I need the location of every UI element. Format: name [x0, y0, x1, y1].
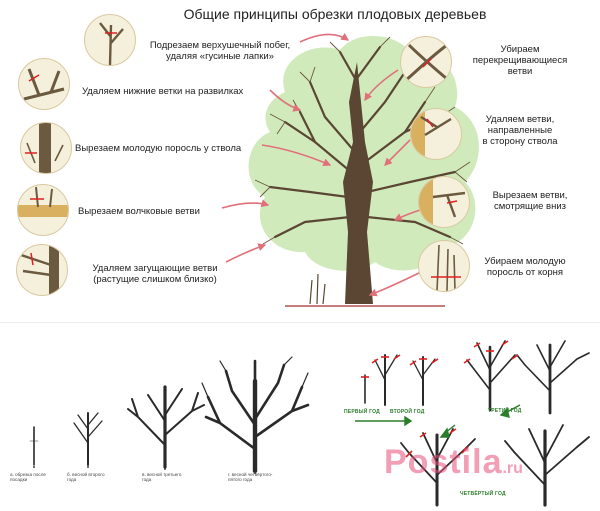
label-dense-branches: Удаляем загущающие ветви(растущие слишко… — [92, 263, 218, 285]
year-label-first: ПЕРВЫЙ ГОД — [344, 409, 380, 415]
arrow-inward — [384, 139, 411, 166]
watermark-suffix: .ru — [502, 460, 523, 477]
detail-circle-water-sprouts — [17, 184, 69, 236]
detail-circle-lower-fork — [18, 58, 70, 110]
watermark: Postila.ru — [384, 443, 594, 482]
year-label-second: ВТОРОЙ ГОД — [390, 409, 425, 415]
year-three-tree-left — [466, 340, 516, 412]
detail-circle-trunk-growth — [20, 122, 72, 174]
detail-circle-dense-branches — [16, 244, 68, 296]
label-downward: Вырезаем ветви,смотрящие вниз — [492, 190, 568, 212]
detail-circle-downward — [418, 176, 470, 228]
arrow-young-growth — [261, 144, 332, 167]
arrow-water-sprouts — [221, 199, 270, 209]
page-title: Общие принципы обрезки плодовых деревьев — [183, 6, 487, 22]
detail-circle-inward — [410, 108, 462, 160]
detail-circle-top-shoot — [84, 14, 136, 66]
label-top-shoot: Подрезаем верхушечный побег,удаляя «гуси… — [149, 40, 291, 62]
arrow-top-shoot — [299, 32, 350, 43]
root-shoots — [309, 273, 326, 305]
detail-circle-crossing — [400, 36, 452, 88]
tree-branches — [268, 45, 457, 239]
detail-circle-root-growth — [418, 240, 470, 292]
section-divider — [0, 322, 600, 323]
yearly-pruning-illustration — [355, 340, 590, 507]
arrow-dense — [225, 243, 267, 263]
arrow-downward — [393, 209, 421, 221]
stage-tree-b — [73, 412, 103, 466]
stage-trees-illustration — [29, 356, 310, 474]
pointer-arrows — [221, 32, 426, 297]
stage-tree-c — [127, 385, 205, 469]
year-two-trees — [374, 354, 436, 406]
arrow-root — [368, 269, 426, 297]
year-label-third: ТРЕТИЙ ГОД — [488, 408, 522, 414]
label-lower-fork: Удаляем нижние ветки на развилках — [82, 86, 244, 97]
year-label-fourth: ЧЕТВЁРТЫЙ ГОД — [460, 491, 506, 497]
watermark-main: Postila — [384, 443, 503, 481]
label-water-sprouts: Вырезаем волчковые ветви — [78, 206, 200, 217]
arrow-crossing — [364, 69, 399, 102]
label-trunk-growth: Вырезаем молодую поросль у ствола — [75, 143, 242, 154]
stage-tree-a — [29, 426, 39, 466]
caption-stage-d: г. весной четвёртого-пятого года — [228, 472, 273, 483]
year-four-tree-left — [400, 428, 476, 507]
stage-tree-d — [201, 356, 310, 474]
year-four-tree-right — [504, 424, 590, 507]
tree-trunk — [343, 62, 373, 304]
arrow-lower-fork — [269, 89, 302, 112]
year-three-tree-right — [516, 340, 590, 415]
